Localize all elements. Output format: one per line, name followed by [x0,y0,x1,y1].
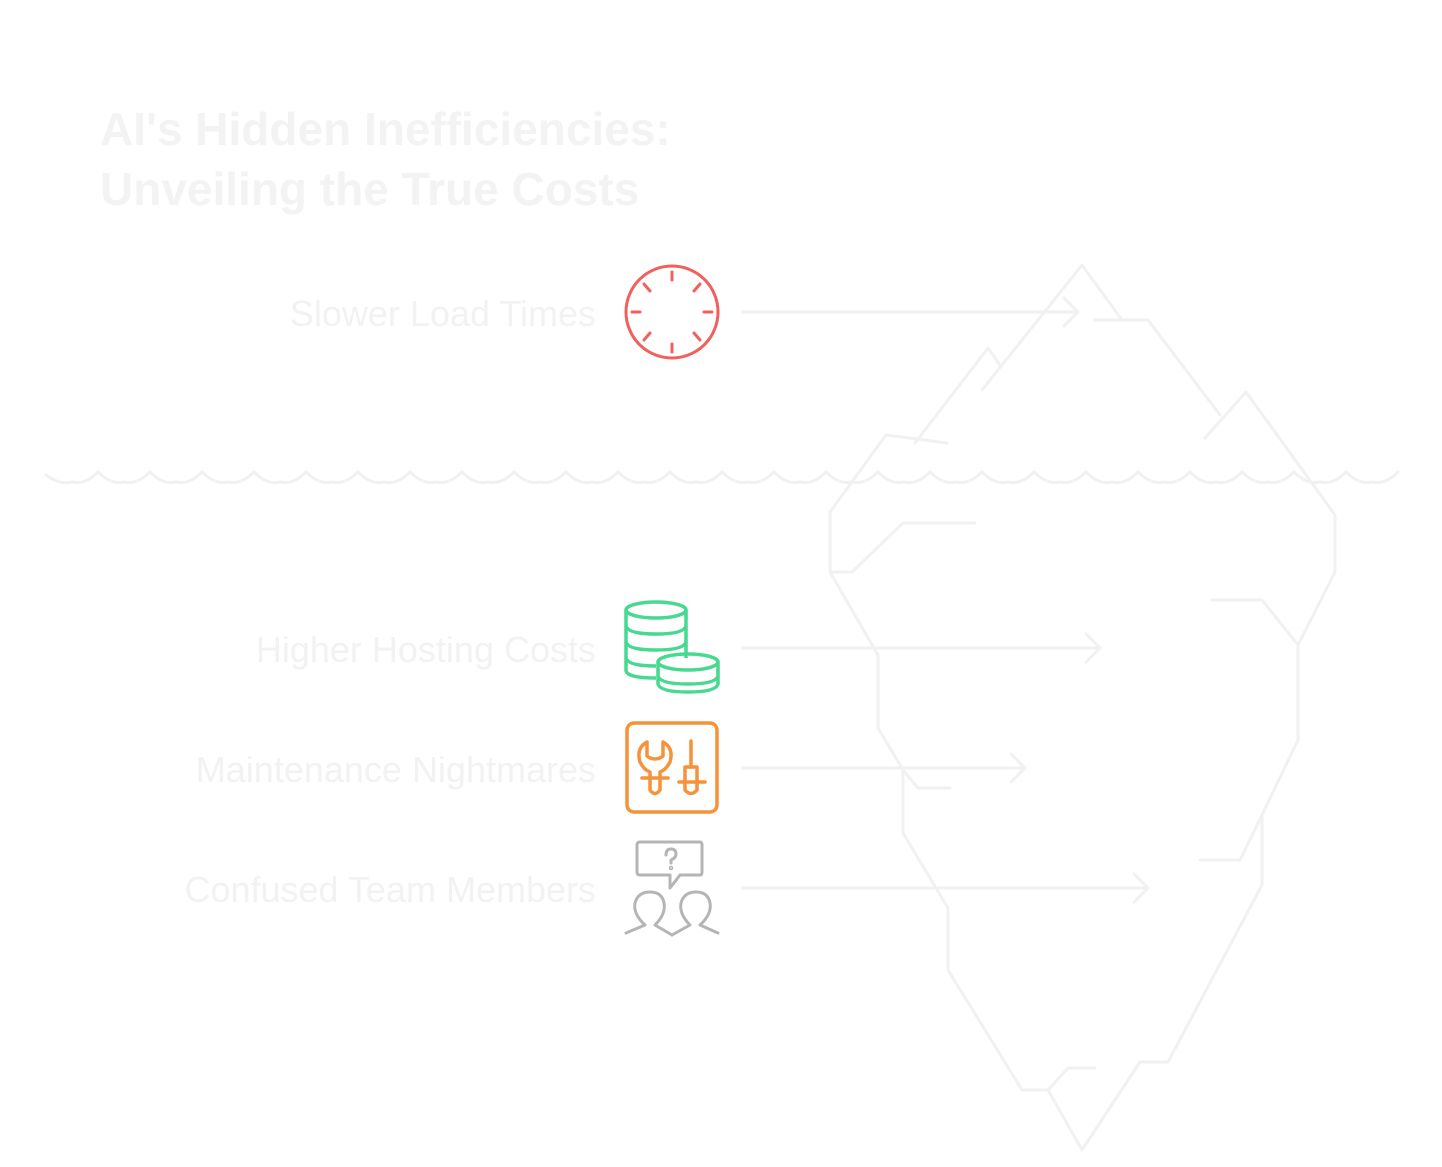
confused-people-icon [624,840,720,937]
water-line [44,470,1400,485]
item-label-confused-team-members: Confused Team Members [184,869,596,910]
arrow-higher-hosting-costs [741,632,1102,664]
clock-icon [624,264,720,360]
item-label-higher-hosting-costs: Higher Hosting Costs [256,629,596,670]
tools-icon [625,721,719,814]
iceberg-outline [828,263,1337,1152]
title-line-2: Unveiling the True Costs [100,163,639,215]
item-label-slower-load-times: Slower Load Times [290,293,596,334]
arrow-maintenance-nightmares [741,752,1027,784]
coins-stack-icon [624,600,720,694]
arrow-slower-load-times [741,296,1080,328]
arrows [741,296,1150,904]
item-label-maintenance-nightmares: Maintenance Nightmares [196,749,596,790]
arrow-confused-team-members [741,872,1150,904]
title-line-1: AI's Hidden Inefficiencies: [100,103,671,155]
